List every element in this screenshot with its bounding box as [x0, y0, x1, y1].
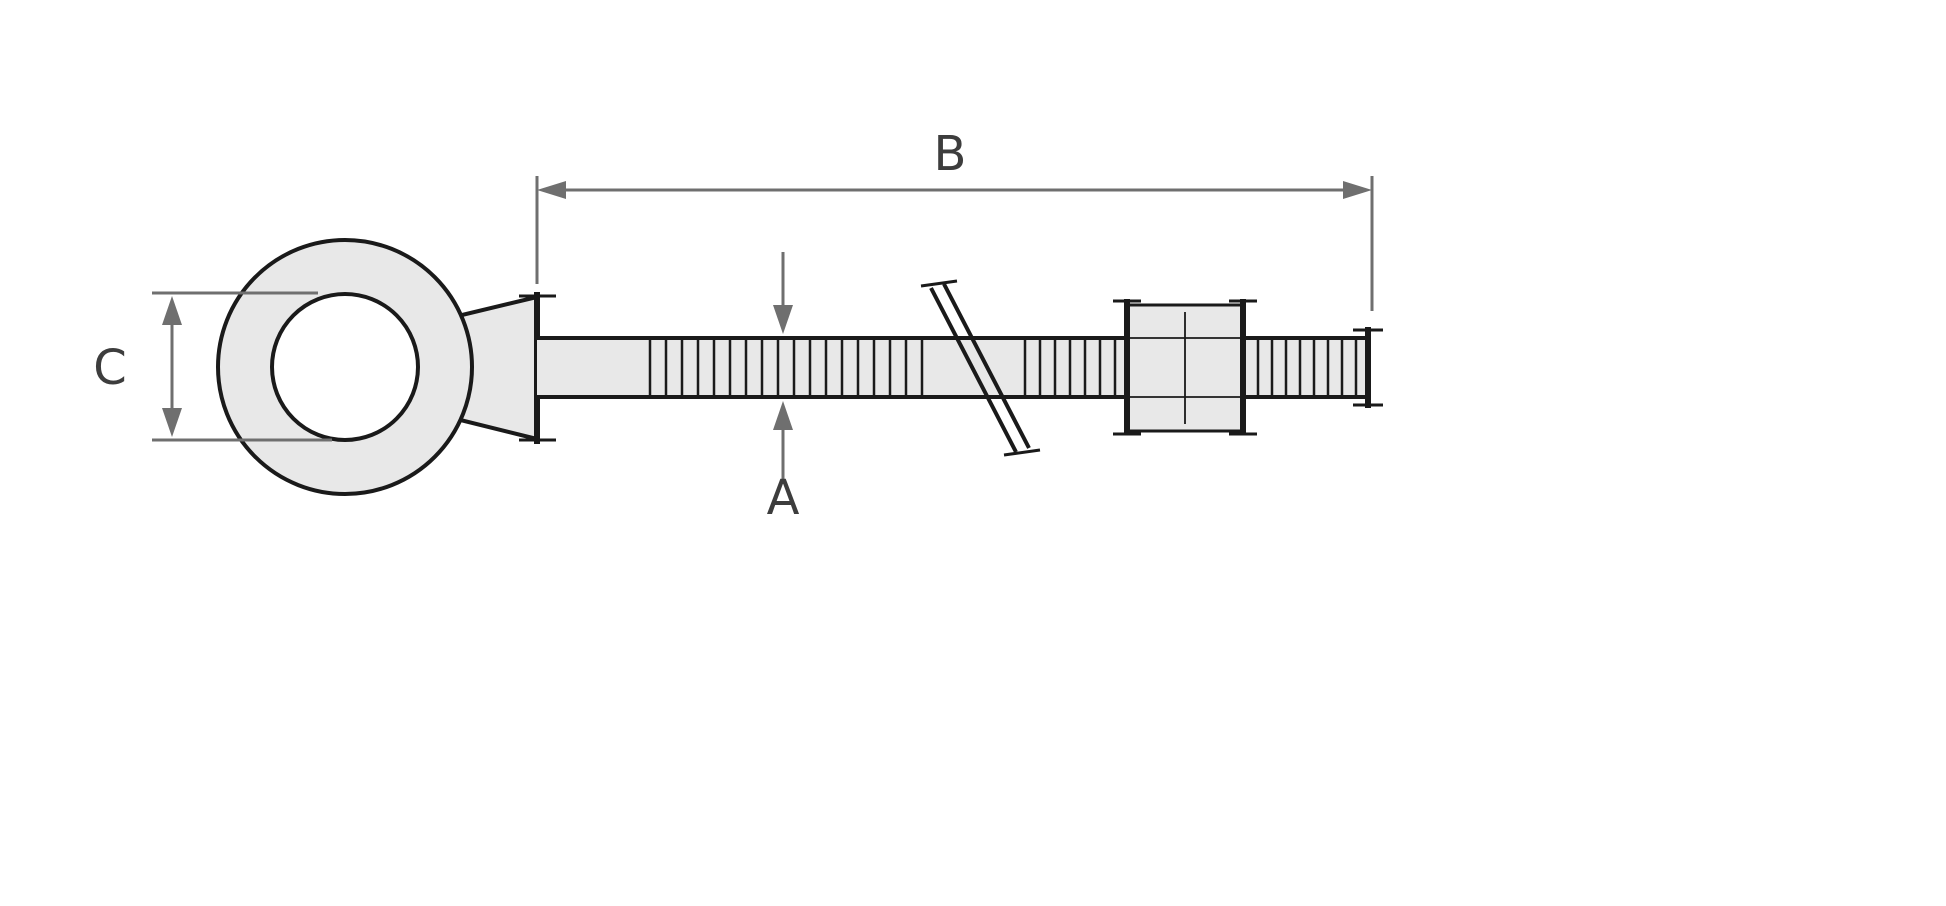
- dim-b-arrow-right: [1343, 181, 1372, 199]
- eye-bolt-part: [216, 238, 1383, 496]
- collar-ticks: [519, 294, 556, 442]
- dimension-b: B: [535, 126, 1374, 311]
- dim-b-label: B: [934, 126, 967, 182]
- dim-a-arrow-bottom: [773, 401, 793, 430]
- threads-section-1: [648, 338, 924, 397]
- dimension-c: C: [93, 291, 332, 442]
- eye-hole: [270, 292, 420, 442]
- nut-top-bottom-edges: [1127, 303, 1243, 433]
- dim-a-label: A: [767, 470, 800, 526]
- dim-b-arrow-left: [537, 181, 566, 199]
- dim-c-arrow-top: [162, 296, 182, 325]
- threads-section-2: [1023, 338, 1117, 397]
- end-cap-ticks: [1353, 328, 1383, 407]
- dimension-a: A: [767, 252, 800, 526]
- dim-c-arrow-bottom: [162, 408, 182, 437]
- break-lines: [929, 283, 1031, 453]
- nut-inner-lines: [1127, 312, 1243, 424]
- nut-side-edges: [1124, 299, 1246, 435]
- nut-corner-ticks: [1113, 299, 1257, 436]
- break-end-ticks: [920, 279, 1041, 457]
- dim-a-arrow-top: [773, 305, 793, 334]
- threads-section-3: [1256, 338, 1358, 397]
- dim-c-label: C: [93, 340, 127, 396]
